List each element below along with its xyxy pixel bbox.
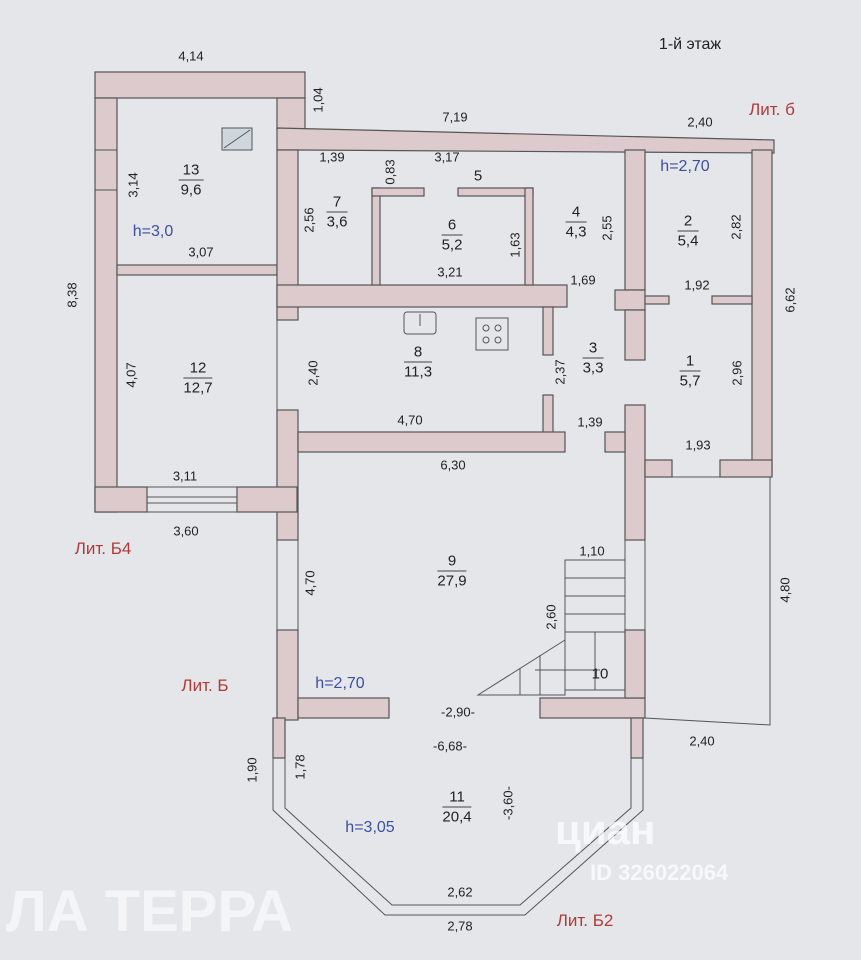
ceiling-height: h=3,0 xyxy=(132,223,174,240)
dimension: 2,40 xyxy=(305,360,321,386)
dimension: 2,82 xyxy=(728,214,744,240)
dimension: 4,14 xyxy=(178,48,204,64)
dimension: 2,78 xyxy=(447,918,473,934)
dimension: 0,83 xyxy=(382,159,398,185)
ceiling-height: h=3,05 xyxy=(345,819,395,836)
dimension: 2,60 xyxy=(543,604,559,630)
dimension: 4,70 xyxy=(397,412,423,428)
listing-id: ID 326022064 xyxy=(590,860,729,885)
dimension: 7,19 xyxy=(442,109,468,125)
listing-brand-logo: циан xyxy=(555,806,656,853)
floor-title: 1-й этаж xyxy=(658,36,722,53)
dimension: 6,62 xyxy=(782,287,798,313)
liter-label: Лит. Б4 xyxy=(74,539,132,558)
dimension: 1,92 xyxy=(684,277,710,293)
kitchen-fixtures xyxy=(221,127,509,351)
dimension: 6,30 xyxy=(440,457,466,473)
dimension: 3,21 xyxy=(437,264,463,280)
dimension: 1,39 xyxy=(319,149,345,165)
dimension: 4,70 xyxy=(302,570,318,596)
dimension: 8,38 xyxy=(64,282,80,308)
liter-label: Лит. Б xyxy=(181,676,229,695)
dimension: -6,68- xyxy=(433,738,467,754)
dimension: 3,60 xyxy=(173,523,199,539)
dimension: 2,40 xyxy=(689,733,715,749)
dimension: 2,96 xyxy=(729,360,745,386)
dimension: -2,90- xyxy=(441,704,475,720)
ceiling-height: h=2,70 xyxy=(315,675,365,692)
dimension: 2,56 xyxy=(301,207,317,233)
dimension: 3,11 xyxy=(172,468,198,484)
ceiling-height: h=2,70 xyxy=(660,158,710,175)
dimension: 1,78 xyxy=(292,754,308,780)
room-5: 5 xyxy=(473,167,483,185)
annex-outline xyxy=(116,97,771,726)
watermark: ЛА ТЕРРА xyxy=(6,879,293,944)
dimension: 1,90 xyxy=(244,757,260,783)
dimension: 2,40 xyxy=(687,114,713,130)
room-10: 10 xyxy=(591,665,609,683)
walls xyxy=(94,71,775,759)
dimension: 1,10 xyxy=(579,543,605,559)
liter-label: Лит. Б2 xyxy=(556,911,614,930)
dimension: 4,07 xyxy=(123,362,139,388)
dimension: 2,62 xyxy=(447,884,473,900)
dimension: 2,55 xyxy=(599,215,615,241)
dimension: 1,69 xyxy=(570,272,596,288)
dimension: 3,07 xyxy=(188,244,214,260)
dimension: 1,93 xyxy=(685,437,711,453)
dimension: 3,14 xyxy=(125,172,141,198)
dimension: -3,60- xyxy=(500,786,516,820)
liter-label: Лит. б xyxy=(749,100,795,119)
dimension: 1,04 xyxy=(310,87,326,113)
staircase xyxy=(476,559,626,696)
dimension: 4,80 xyxy=(777,577,793,603)
dimension: 3,17 xyxy=(434,149,460,165)
dimension: 2,37 xyxy=(552,359,568,385)
dimension: 1,63 xyxy=(507,232,523,258)
dimension: 1,39 xyxy=(577,414,603,430)
